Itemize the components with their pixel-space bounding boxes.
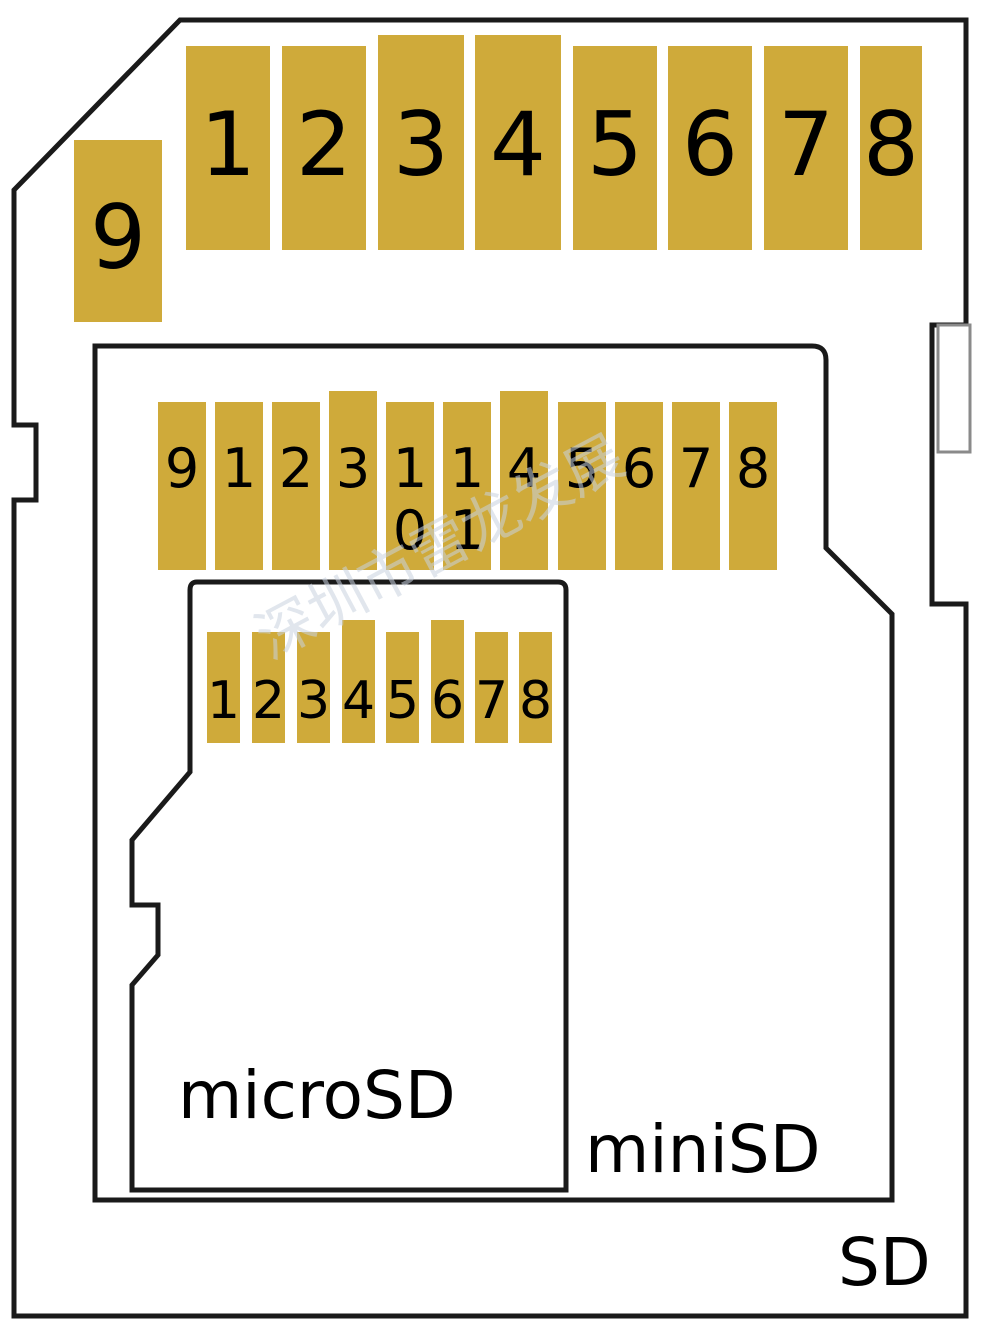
microsd-pin-6 bbox=[431, 620, 464, 743]
minisd-pin-2 bbox=[215, 402, 263, 570]
microsd-pin-label-8: 8 bbox=[519, 671, 552, 731]
sd-pin-label-7: 6 bbox=[682, 93, 738, 196]
minisd-pin-label-8: 5 bbox=[565, 437, 599, 500]
minisd-pin-3 bbox=[272, 402, 320, 570]
sd-pin-6 bbox=[573, 46, 657, 250]
minisd-pin-5 bbox=[386, 402, 434, 570]
minisd-pin-1 bbox=[158, 402, 206, 570]
minisd-pin-label-4: 3 bbox=[336, 437, 370, 500]
sd-pin-label-3: 2 bbox=[296, 93, 352, 196]
minisd-pin-label-9: 6 bbox=[622, 437, 656, 500]
minisd-pin-label-7: 4 bbox=[507, 437, 541, 500]
sd-pin-4 bbox=[378, 35, 464, 250]
sd-pin-8 bbox=[764, 46, 848, 250]
sd-pin-9 bbox=[860, 46, 922, 250]
microsd-pin-label-5: 5 bbox=[386, 671, 419, 731]
microsd-pin-label-4: 4 bbox=[342, 671, 375, 731]
sd-label: SD bbox=[838, 1224, 931, 1301]
sd-pin-label-4: 3 bbox=[393, 93, 449, 196]
microsd-pin-label-6: 6 bbox=[431, 671, 464, 731]
microsd-pin-label-7: 7 bbox=[475, 671, 508, 731]
sd-pin-1 bbox=[74, 140, 162, 322]
minisd-pin-9 bbox=[615, 402, 663, 570]
sd-pin-label-8: 7 bbox=[778, 93, 834, 196]
minisd-pin-11 bbox=[729, 402, 777, 570]
minisd-pin-6 bbox=[443, 402, 491, 570]
microsd-pin-1 bbox=[207, 632, 240, 743]
microsd-pin-5 bbox=[386, 632, 419, 743]
microsd-label: microSD bbox=[178, 1057, 456, 1134]
sd-lock-slot bbox=[936, 323, 972, 454]
minisd-pin-10 bbox=[672, 402, 720, 570]
microsd-pin-4 bbox=[342, 620, 375, 743]
minisd-pin-label-10: 7 bbox=[679, 437, 713, 500]
sd-pin-label-1: 9 bbox=[90, 186, 146, 289]
microsd-pin-label-1: 1 bbox=[207, 671, 240, 731]
sd-pin-3 bbox=[282, 46, 366, 250]
minisd-label: miniSD bbox=[585, 1111, 821, 1188]
sd-pin-7 bbox=[668, 46, 752, 250]
minisd-pin-7 bbox=[500, 391, 548, 570]
sd-pin-label-6: 5 bbox=[587, 93, 643, 196]
microsd-pin-2 bbox=[252, 632, 285, 743]
minisd-pin-label-3: 2 bbox=[279, 437, 313, 500]
minisd-pin-4 bbox=[329, 391, 377, 570]
minisd-pin-label-2: 1 bbox=[222, 437, 256, 500]
sd-pin-5 bbox=[475, 35, 561, 250]
microsd-pin-3 bbox=[297, 632, 330, 743]
sd-pin-label-9: 8 bbox=[863, 93, 919, 196]
minisd-pin-label-1: 9 bbox=[165, 437, 199, 500]
sd-pin-label-5: 4 bbox=[490, 93, 546, 196]
minisd-pin-label-11: 8 bbox=[736, 437, 770, 500]
sd-pin-label-2: 1 bbox=[200, 93, 256, 196]
microsd-pin-7 bbox=[475, 632, 508, 743]
sd-pin-2 bbox=[186, 46, 270, 250]
minisd-pin-8 bbox=[558, 402, 606, 570]
microsd-pin-label-3: 3 bbox=[297, 671, 330, 731]
microsd-pin-8 bbox=[519, 632, 552, 743]
microsd-pin-label-2: 2 bbox=[252, 671, 285, 731]
